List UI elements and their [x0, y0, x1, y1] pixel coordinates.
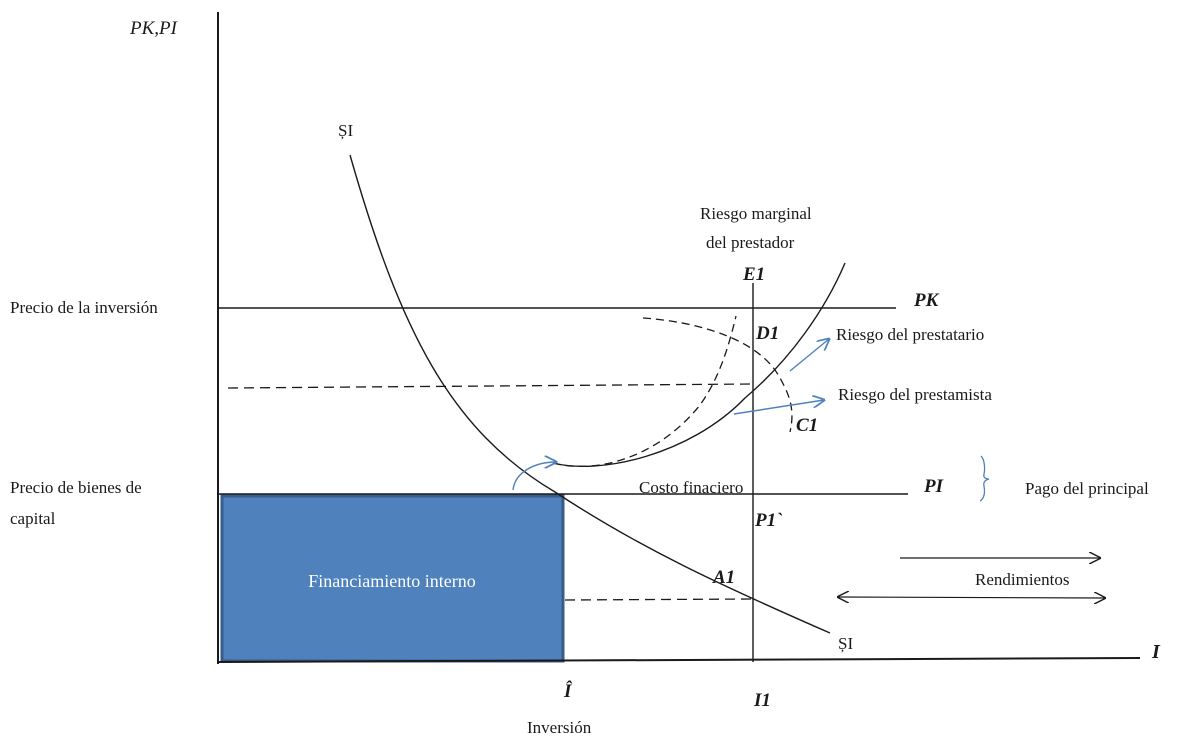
point-c1: C1: [796, 415, 818, 436]
y-axis-label: PK,PI: [129, 18, 179, 39]
point-pi: PI: [923, 476, 944, 497]
point-d1: D1: [755, 323, 779, 344]
x-axis-caption: Inversión: [527, 718, 592, 737]
internal-financing-box: [220, 494, 565, 663]
x-tick-ihat: Î: [563, 680, 573, 702]
x-axis: [217, 657, 1141, 663]
blue-arrow-prestatario: [789, 339, 829, 372]
x-axis-label: I: [1151, 641, 1161, 663]
label-costo-financiero: Costo finaciero: [639, 478, 743, 497]
lender-marginal-risk-curve: [552, 262, 846, 468]
point-p1: P1`: [754, 510, 782, 531]
qi-label-bottom: ȘI: [838, 634, 853, 653]
riesgo-marginal-label-2: del prestador: [706, 233, 795, 252]
label-precio-bienes-1: Precio de bienes de: [10, 478, 142, 497]
point-pk: PK: [913, 290, 940, 311]
label-riesgo-prestamista: Riesgo del prestamista: [838, 385, 992, 404]
qi-label-top: ȘI: [338, 121, 353, 140]
label-precio-inversion: Precio de la inversión: [10, 298, 158, 317]
point-a1: A1: [712, 567, 735, 588]
riesgo-marginal-label-1: Riesgo marginal: [700, 204, 812, 223]
dashed-level-lower: [564, 598, 754, 601]
label-riesgo-prestatario: Riesgo del prestatario: [836, 325, 984, 344]
label-pago-principal: Pago del principal: [1025, 479, 1149, 498]
label-rendimientos: Rendimientos: [975, 570, 1069, 589]
principal-brace: [979, 455, 990, 502]
x-tick-i1: I1: [753, 690, 771, 711]
point-e1: E1: [742, 264, 765, 285]
borrower-risk-dashed-curve: [552, 315, 737, 467]
label-financiamiento-interno: Financiamiento interno: [308, 571, 475, 591]
dashed-level-upper: [227, 383, 754, 389]
dashed-arc-c1: [642, 317, 793, 433]
qi-curve: [349, 154, 831, 634]
blue-arrow-prestamista: [733, 400, 824, 415]
rendimientos-arrow-double: [838, 597, 1105, 598]
blue-arrow-curl: [512, 462, 556, 491]
label-precio-bienes-2: capital: [10, 509, 56, 528]
